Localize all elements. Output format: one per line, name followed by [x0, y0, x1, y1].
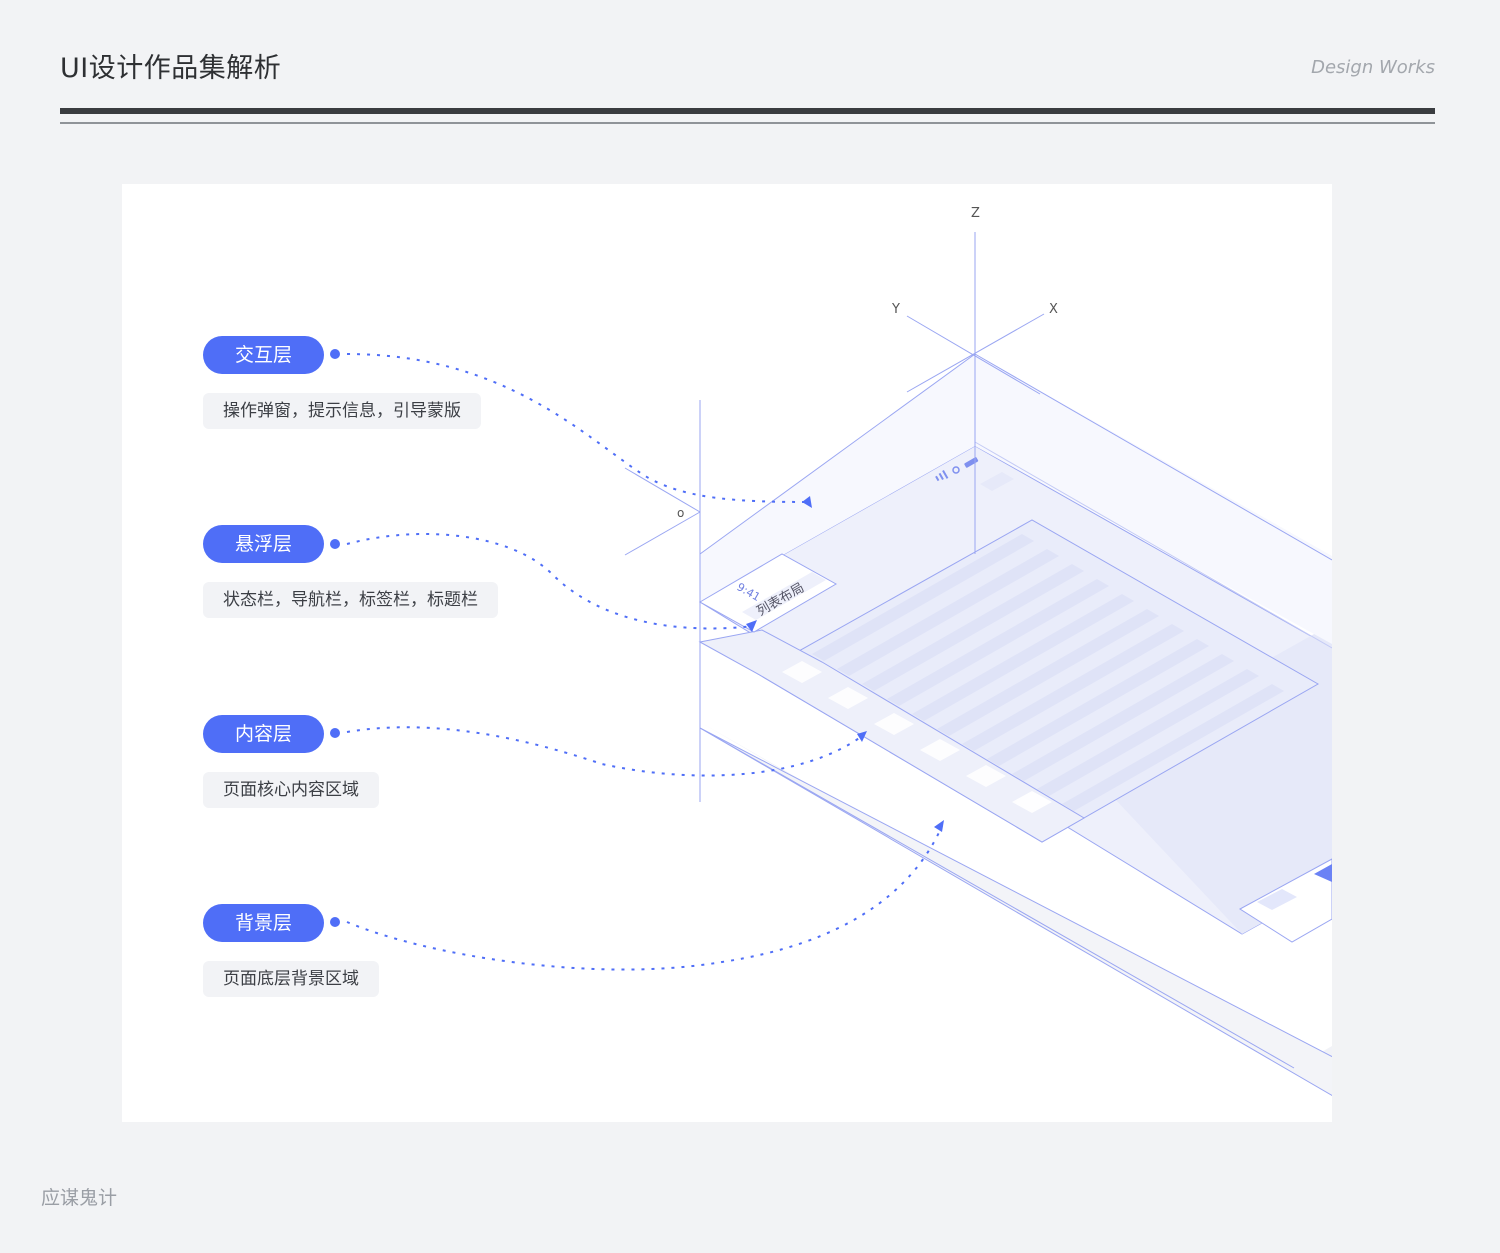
content-list-rows: [812, 534, 1284, 811]
connector-arrowheads: [746, 496, 944, 832]
connector-interaction: [346, 353, 811, 503]
interaction-edge-left: [699, 353, 976, 555]
layer-pill-background: 背景层: [203, 904, 324, 942]
layer-desc-interaction: 操作弹窗，提示信息，引导蒙版: [203, 393, 481, 429]
interaction-layer-plane: [700, 354, 1332, 644]
wifi-icon: [952, 466, 960, 474]
z-axis-label: Z: [971, 206, 980, 221]
origin-axis-a: [624, 511, 701, 556]
connector-floating: [346, 533, 755, 630]
layer-desc-content: 页面核心内容区域: [203, 772, 379, 808]
content-list-thumbs: [782, 661, 1052, 813]
layer-pill-content: 内容层: [203, 715, 324, 753]
connector-content: [346, 726, 863, 777]
interaction-edge-right: [974, 353, 1332, 561]
y-axis-label: Y: [891, 302, 900, 317]
layer-pill-interaction: 交互层: [203, 336, 324, 374]
nav-button: [980, 472, 1014, 491]
layer-diagram: 9:41 列表布局 Z X Y o: [330, 206, 1332, 1097]
interaction-edge-inner: [974, 441, 1332, 649]
layer-pill-floating: 悬浮层: [203, 525, 324, 563]
phone-header: [698, 553, 838, 633]
page-subtitle: Design Works: [1311, 57, 1435, 78]
tab-active-marker: [1314, 864, 1332, 882]
layer-desc-background: 页面底层背景区域: [203, 961, 379, 997]
x-axis: [906, 313, 1045, 393]
footer-author: 应谋鬼计: [41, 1187, 118, 1209]
tab-icon: [1257, 889, 1297, 910]
page-title: UI设计作品集解析: [60, 53, 282, 84]
x-axis-label: X: [1049, 302, 1058, 317]
y-axis: [906, 315, 1041, 395]
header-rule-thick: [60, 108, 1435, 114]
origin-axis-b: [624, 467, 701, 513]
origin-label: o: [677, 506, 684, 520]
diagram-card: 9:41 列表布局 Z X Y o: [122, 184, 1332, 1122]
background-layer-edge: [699, 727, 1295, 1069]
connector-background: [346, 825, 943, 971]
header-rule-thin: [60, 122, 1435, 124]
layer-desc-floating: 状态栏，导航栏，标签栏，标题栏: [203, 582, 498, 618]
background-layer-outline: [699, 727, 1332, 1097]
phone-title-bar: [742, 572, 826, 620]
connector-dots: [330, 349, 340, 927]
content-layer-underlay: [698, 629, 1085, 843]
